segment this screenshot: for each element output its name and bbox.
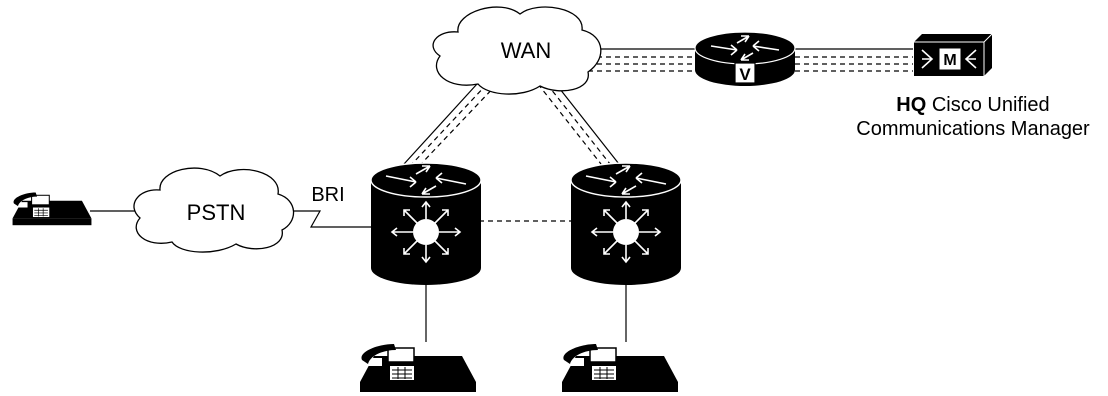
wan-to-left-switch-link <box>403 83 498 165</box>
voice-badge: V <box>739 65 751 84</box>
left-branch-phone <box>359 343 477 393</box>
hq-router-to-server-link <box>795 48 913 72</box>
voice-badge-icon <box>734 62 756 84</box>
layer3-switch-icon <box>370 162 482 286</box>
links <box>90 48 913 342</box>
hq-caption-line1: HQ Cisco Unified <box>896 94 1049 116</box>
layer3-switch-icon <box>570 162 682 286</box>
bri-link <box>292 210 371 228</box>
ip-phone-icon <box>359 343 477 393</box>
pstn-phone <box>12 192 92 226</box>
cloud-icon <box>432 6 602 95</box>
wan-cloud: WAN <box>432 6 602 95</box>
cloud-icon <box>133 167 295 253</box>
wan-to-hq-router-link <box>588 48 696 72</box>
call-manager-badge: M <box>943 52 956 69</box>
right-branch-switch <box>570 162 682 286</box>
phone-icon <box>12 192 92 226</box>
hq-call-manager-server: M <box>914 33 993 76</box>
hq-caption-line2: Communications Manager <box>856 118 1090 140</box>
wan-label: WAN <box>501 38 552 63</box>
pstn-cloud: PSTN <box>133 167 295 253</box>
ip-phone-icon <box>561 343 679 393</box>
hq-voice-router: V <box>694 31 796 86</box>
call-manager-badge-icon <box>938 47 962 71</box>
left-branch-switch <box>370 162 482 286</box>
bri-label: BRI <box>311 184 344 206</box>
right-branch-phone <box>561 343 679 393</box>
wan-to-right-switch-link <box>537 83 620 165</box>
pstn-label: PSTN <box>187 200 246 225</box>
